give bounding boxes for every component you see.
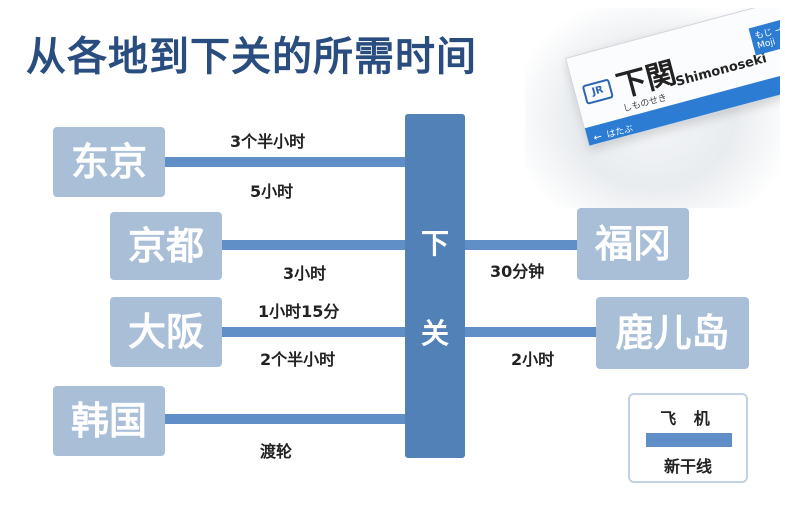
arrow-left-icon: ← <box>592 131 604 145</box>
hub-label-char-2: 关 <box>420 317 449 350</box>
route-line-korea <box>165 414 407 424</box>
origin-box-kyoto: 京都 <box>110 212 222 280</box>
prev-station-kana: はたぶ <box>605 123 635 141</box>
origin-box-osaka: 大阪 <box>110 297 222 367</box>
legend-rail-label: 新干线 <box>663 457 712 476</box>
origin-box-korea: 韩国 <box>53 386 165 456</box>
station-sign-photo: JR 下関 しものせき Shimonoseki もじ → Moji ← はたぶ <box>525 8 780 208</box>
destination-box-fukuoka: 福冈 <box>577 208 689 280</box>
hub-label-char-1: 下 <box>420 227 449 260</box>
time-label-osaka-rail: 2个半小时 <box>260 350 336 369</box>
time-label-fukuoka-rail: 30分钟 <box>490 262 545 281</box>
jr-logo: JR <box>581 78 614 105</box>
route-line-fukuoka <box>463 240 580 250</box>
legend-rail-line-swatch <box>646 433 732 447</box>
station-sign: JR 下関 しものせき Shimonoseki もじ → Moji ← はたぶ <box>565 8 780 147</box>
time-label-kyoto-rail: 3小时 <box>283 264 327 283</box>
time-label-tokyo-flight: 3个半小时 <box>230 132 306 151</box>
route-line-kagoshima <box>463 327 598 337</box>
time-label-korea-ferry: 渡轮 <box>260 442 293 461</box>
route-line-kyoto <box>222 240 407 250</box>
legend: 飞 机 新干线 <box>628 393 748 483</box>
route-line-osaka <box>207 327 407 337</box>
legend-flight-label: 飞 机 <box>660 409 716 428</box>
page-title: 从各地到下关的所需时间 <box>26 34 477 80</box>
next-station-panel: もじ → Moji <box>748 16 780 56</box>
arrow-right-icon: → <box>773 24 780 37</box>
time-label-kagoshima-rail: 2小时 <box>511 350 555 369</box>
destination-box-kagoshima: 鹿儿岛 <box>596 297 749 369</box>
origin-box-tokyo: 东京 <box>53 127 165 197</box>
time-label-tokyo-rail: 5小时 <box>250 182 294 201</box>
hub-shimonoseki <box>405 114 465 458</box>
route-line-tokyo <box>165 157 407 167</box>
time-label-osaka-flight: 1小时15分 <box>258 302 340 321</box>
